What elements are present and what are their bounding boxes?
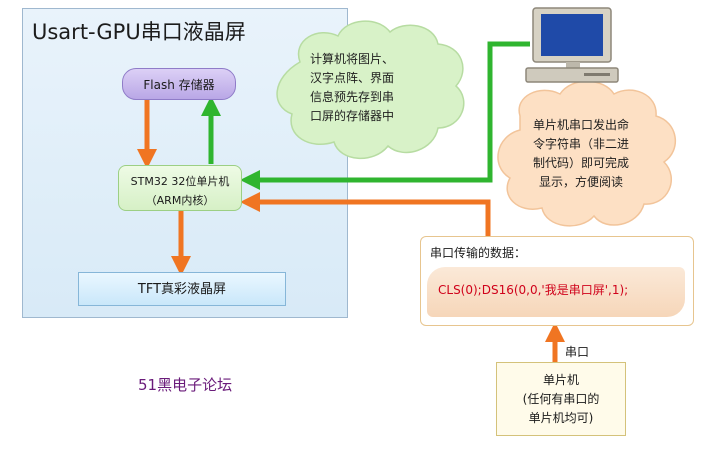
serial-data-label: 串口传输的数据： [430, 246, 527, 260]
command-scroll: CLS(0);DS16(0,0,'我是串口屏',1); [427, 267, 685, 317]
host-mcu-line: 单片机均可) [528, 411, 594, 425]
cloud-orange-line: 制代码）即可完成 [533, 156, 630, 170]
arrow-computer-to-mcu [240, 41, 530, 190]
host-mcu-box: 单片机 (任何有串口的 单片机均可) [496, 362, 626, 436]
cloud-green-line: 计算机将图片、 [310, 52, 395, 66]
cloud-orange-line: 令字符串（非二进 [533, 137, 630, 151]
host-mcu-line: (任何有串口的 [522, 392, 600, 406]
cloud-green-line: 口屏的存储器中 [310, 109, 395, 123]
watermark-text: 51黑电子论坛 [138, 376, 233, 394]
cloud-orange-line: 单片机串口发出命 [533, 118, 630, 132]
cloud-orange-text: 单片机串口发出命 令字符串（非二进 制代码）即可完成 显示，方便阅读 [533, 116, 629, 192]
info-cloud-green [276, 20, 465, 160]
cloud-green-text: 计算机将图片、 汉字点阵、界面 信息预先存到串 口屏的存储器中 [310, 50, 394, 126]
computer-icon [525, 7, 619, 83]
stm32-mcu-box: STM32 32位单片机 （ARM内核） [118, 165, 242, 211]
serial-command-text: CLS(0);DS16(0,0,'我是串口屏',1); [438, 283, 629, 297]
serial-port-label: 串口 [565, 345, 590, 359]
mcu-line-1: STM32 32位单片机 [130, 175, 230, 188]
panel-title: Usart-GPU串口液晶屏 [32, 20, 246, 44]
arrow-data-to-mcu [240, 192, 491, 236]
flash-memory-box: Flash 存储器 [122, 68, 236, 100]
host-mcu-line: 单片机 [542, 373, 579, 387]
cloud-orange-line: 显示，方便阅读 [539, 175, 624, 189]
mcu-line-2: （ARM内核） [145, 194, 215, 207]
cloud-green-line: 信息预先存到串 [310, 90, 395, 104]
tft-lcd-box: TFT真彩液晶屏 [78, 272, 286, 306]
serial-data-box: 串口传输的数据： CLS(0);DS16(0,0,'我是串口屏',1); [420, 236, 694, 326]
cloud-green-line: 汉字点阵、界面 [310, 71, 395, 85]
